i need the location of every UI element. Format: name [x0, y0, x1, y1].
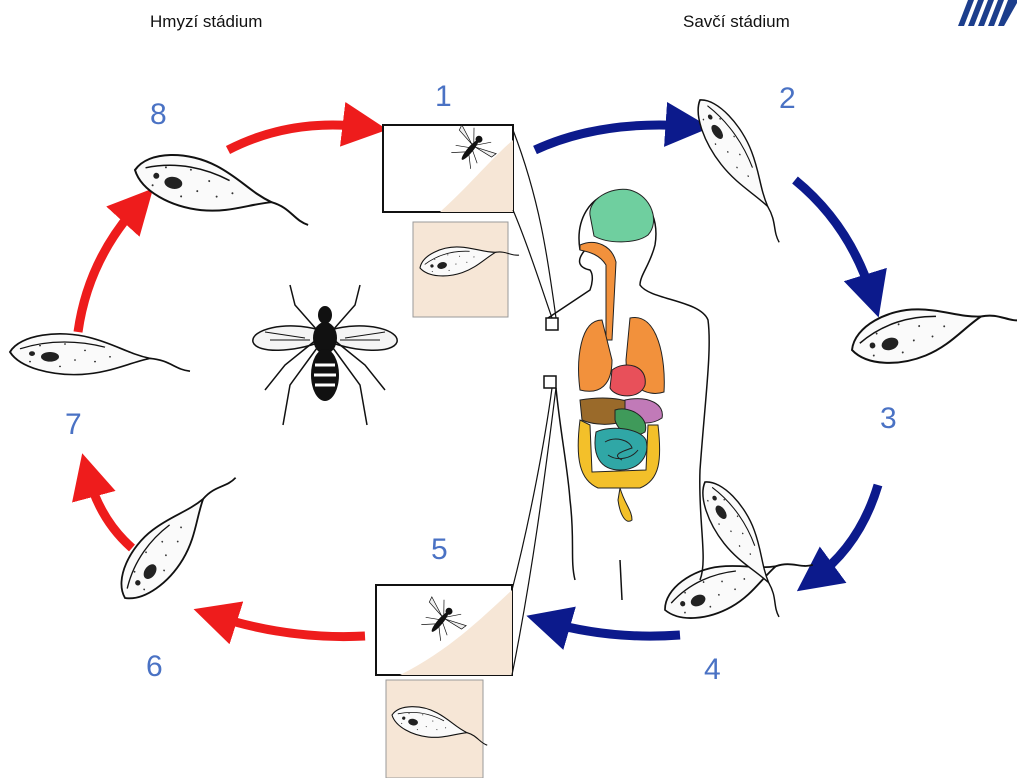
trypanosome-icon: [130, 148, 316, 229]
stage-number-7: 7: [65, 410, 82, 440]
stage-number-3: 3: [880, 404, 897, 434]
arrow-4-to-5: [548, 622, 680, 636]
stage-number-5: 5: [431, 535, 448, 565]
stage-number-1: 1: [435, 82, 452, 112]
arrow-7-to-8: [78, 205, 138, 332]
arrow-8-to-1: [228, 125, 365, 150]
arrow-3-to-4: [815, 485, 878, 578]
stage-number-2: 2: [779, 84, 796, 114]
stage-number-4: 4: [704, 655, 721, 685]
arrow-1-to-2: [535, 125, 688, 150]
trypanosome-icon: [108, 454, 238, 613]
arrow-5-to-6: [215, 616, 365, 637]
arrow-6-to-7: [88, 475, 132, 548]
stage-number-8: 8: [150, 100, 167, 130]
trypanosome-icon: [10, 334, 190, 375]
arrow-2-to-3: [795, 180, 872, 296]
tsetse-fly-icon: [253, 285, 397, 425]
stage-number-6: 6: [146, 652, 163, 682]
human-body-icon: [548, 189, 709, 600]
